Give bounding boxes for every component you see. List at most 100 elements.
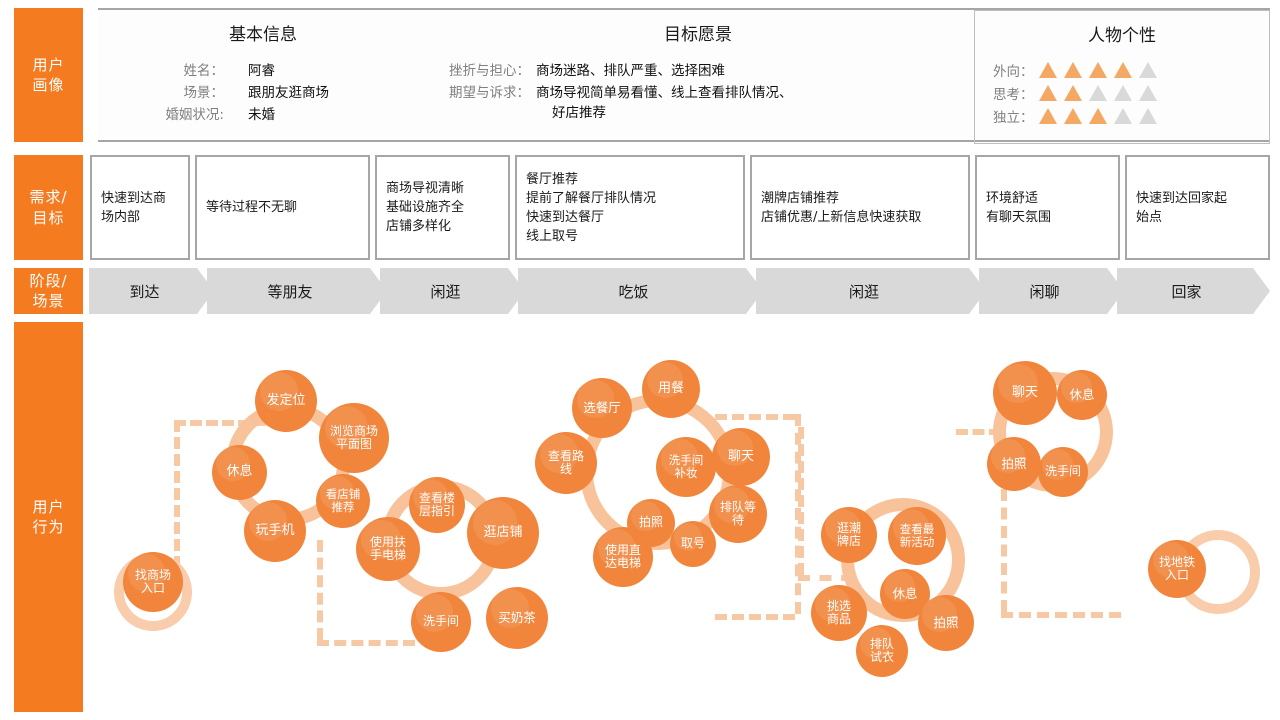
behavior-row-label: 用户行为 (14, 322, 83, 712)
dashed-connector (317, 640, 415, 646)
behavior-bubble[interactable]: 选餐厅 (572, 378, 632, 438)
behavior-bubble-label: 看店铺推荐 (325, 487, 361, 514)
behavior-bubble[interactable]: 休息 (1057, 370, 1107, 420)
behavior-bubble[interactable]: 挑选商品 (811, 585, 867, 641)
field-key: 婚姻状况: (165, 107, 224, 123)
behavior-bubble[interactable]: 取号 (670, 521, 716, 567)
goal-vision-fields: 挫折与担心： 商场迷路、排队严重、选择困难 期望与诉求： 商场导视简单易看懂、线… (444, 61, 968, 123)
behavior-bubble-label: 休息 (226, 464, 253, 480)
stage-chevron[interactable]: 吃饭 (518, 268, 763, 314)
triangle-empty-icon (1089, 84, 1107, 101)
persona-personality: 人物个性 外向：思考：独立： (974, 10, 1270, 144)
behavior-bubble-label: 排队试衣 (869, 636, 894, 664)
persona-goal-vision: 目标愿景 挫折与担心： 商场迷路、排队严重、选择困难 期望与诉求： 商场导视简单… (428, 10, 968, 144)
behavior-bubble-label: 查看最新活动 (899, 522, 935, 549)
behavior-bubble-label: 发定位 (266, 392, 306, 408)
dashed-connector (715, 414, 795, 420)
behavior-bubble-label: 休息 (892, 586, 918, 601)
basic-info-field: 姓名： 阿睿 (156, 61, 428, 81)
triangle-empty-icon (1114, 84, 1132, 101)
needs-label-line2: 目标 (32, 208, 65, 227)
behavior-bubble-label: 逛潮牌店 (836, 520, 861, 548)
behavior-bubble-label: 洗手间 (422, 614, 459, 629)
triangle-filled-icon (1064, 107, 1082, 124)
personality-trait-label: 思考： (993, 86, 1034, 103)
stage-chevron-label: 闲逛 (430, 282, 461, 301)
need-box-text: 商场导视清晰基础设施齐全店铺多样化 (386, 181, 465, 234)
behavior-bubble[interactable]: 聊天 (712, 428, 770, 486)
need-box-text: 餐厅推荐提前了解餐厅排队情况快速到达餐厅线上取号 (526, 171, 657, 244)
need-box: 餐厅推荐提前了解餐厅排队情况快速到达餐厅线上取号 (515, 155, 745, 260)
personality-trait: 思考： (993, 81, 1269, 104)
stage-chevron[interactable]: 到达 (89, 268, 214, 314)
behavior-bubble[interactable]: 看店铺推荐 (316, 474, 370, 528)
behavior-bubble[interactable]: 洗手间 (1038, 447, 1088, 497)
behavior-bubble[interactable]: 洗手间补妆 (656, 437, 716, 497)
personality-trait: 独立： (993, 104, 1269, 127)
behavior-bubble[interactable]: 使用扶手电梯 (356, 517, 420, 581)
goal-vision-continuation: 好店推荐 (552, 105, 606, 121)
behavior-bubble[interactable]: 玩手机 (244, 500, 306, 562)
need-box: 快速到达商场内部 (90, 155, 190, 260)
dashed-connector (798, 427, 804, 575)
need-box-text: 环境舒适有聊天氛围 (986, 190, 1052, 225)
behavior-bubble[interactable]: 拍照 (627, 499, 675, 547)
behavior-bubble-label: 取号 (680, 536, 705, 551)
stage-chevron[interactable]: 等朋友 (207, 268, 387, 314)
behavior-bubble-label: 聊天 (727, 448, 754, 464)
behavior-bubble[interactable]: 查看最新活动 (888, 507, 946, 565)
needs-label-line1: 需求/ (29, 188, 68, 207)
behavior-bubble[interactable]: 洗手间 (411, 592, 471, 652)
dashed-connector (174, 420, 180, 568)
stage-label-line2: 场景 (32, 292, 65, 310)
behavior-bubble[interactable]: 用餐 (642, 360, 700, 418)
personality-title: 人物个性 (975, 21, 1269, 50)
stage-chevron[interactable]: 闲聊 (979, 268, 1124, 314)
behavior-bubble[interactable]: 浏览商场平面图 (319, 403, 389, 473)
behavior-bubble[interactable]: 逛潮牌店 (821, 507, 877, 563)
behavior-bubble-label: 选餐厅 (583, 400, 621, 415)
behavior-bubble[interactable]: 使用直达电梯 (593, 527, 653, 587)
behavior-bubble[interactable]: 聊天 (993, 361, 1057, 425)
behavior-bubble[interactable]: 找商场入口 (123, 552, 183, 612)
need-box-text: 等待过程不无聊 (206, 200, 298, 215)
triangle-empty-icon (1139, 84, 1157, 101)
goal-vision-field: 挫折与担心： 商场迷路、排队严重、选择困难 (444, 61, 968, 81)
behavior-bubble[interactable]: 买奶茶 (486, 587, 548, 649)
behavior-bubble[interactable]: 休息 (212, 445, 267, 500)
need-box: 潮牌店铺推荐店铺优惠/上新信息快速获取 (750, 155, 970, 260)
behavior-bubble[interactable]: 逛店铺 (467, 497, 539, 569)
behavior-bubble-label: 洗手间补妆 (668, 453, 704, 480)
need-box-text: 快速到达商场内部 (101, 190, 167, 225)
goal-vision-title: 目标愿景 (428, 20, 968, 49)
field-value: 商场导视简单易看懂、线上查看排队情况、 (536, 85, 793, 101)
need-box: 快速到达回家起始点 (1125, 155, 1270, 260)
stage-chevron[interactable]: 回家 (1117, 268, 1270, 314)
behav-label-line1: 用户 (32, 497, 65, 516)
behavior-bubble[interactable]: 查看楼层指引 (409, 477, 465, 533)
behavior-bubble[interactable]: 查看路线 (535, 432, 597, 494)
behavior-bubble[interactable]: 排队试衣 (856, 625, 908, 677)
behavior-bubble[interactable]: 拍照 (987, 437, 1041, 491)
behavior-bubble-label: 玩手机 (255, 522, 295, 538)
behavior-bubble[interactable]: 排队等待 (709, 485, 767, 543)
behavior-bubble-label: 查看路线 (547, 448, 584, 476)
needs-row: 需求/目标 快速到达商场内部 等待过程不无聊 商场导视清晰基础设施齐全店铺多样化 餐厅… (14, 155, 1270, 260)
triangle-filled-icon (1089, 61, 1107, 78)
persona-row: 用户画像 基本信息 姓名： 阿睿 场景： 跟朋友逛商场 (14, 8, 1270, 144)
stage-chevron[interactable]: 闲逛 (756, 268, 986, 314)
basic-info-fields: 姓名： 阿睿 场景： 跟朋友逛商场 婚姻状况: 未婚 (156, 61, 428, 125)
stage-chevron-label: 闲逛 (848, 282, 879, 301)
basic-info-field: 场景： 跟朋友逛商场 (156, 83, 428, 103)
behavior-bubble[interactable]: 拍照 (918, 595, 974, 651)
field-value: 跟朋友逛商场 (248, 85, 329, 101)
dashed-connector (798, 575, 853, 581)
stage-chevron[interactable]: 闲逛 (380, 268, 525, 314)
goal-vision-field: 期望与诉求： 商场导视简单易看懂、线上查看排队情况、 (444, 83, 968, 103)
behavior-bubble-label: 查看楼层指引 (418, 490, 455, 518)
field-key: 期望与诉求： (449, 85, 530, 101)
dashed-connector (1001, 612, 1121, 618)
behavior-bubble[interactable]: 找地铁入口 (1148, 540, 1206, 598)
triangle-filled-icon (1114, 61, 1132, 78)
behavior-bubble[interactable]: 发定位 (255, 370, 317, 432)
